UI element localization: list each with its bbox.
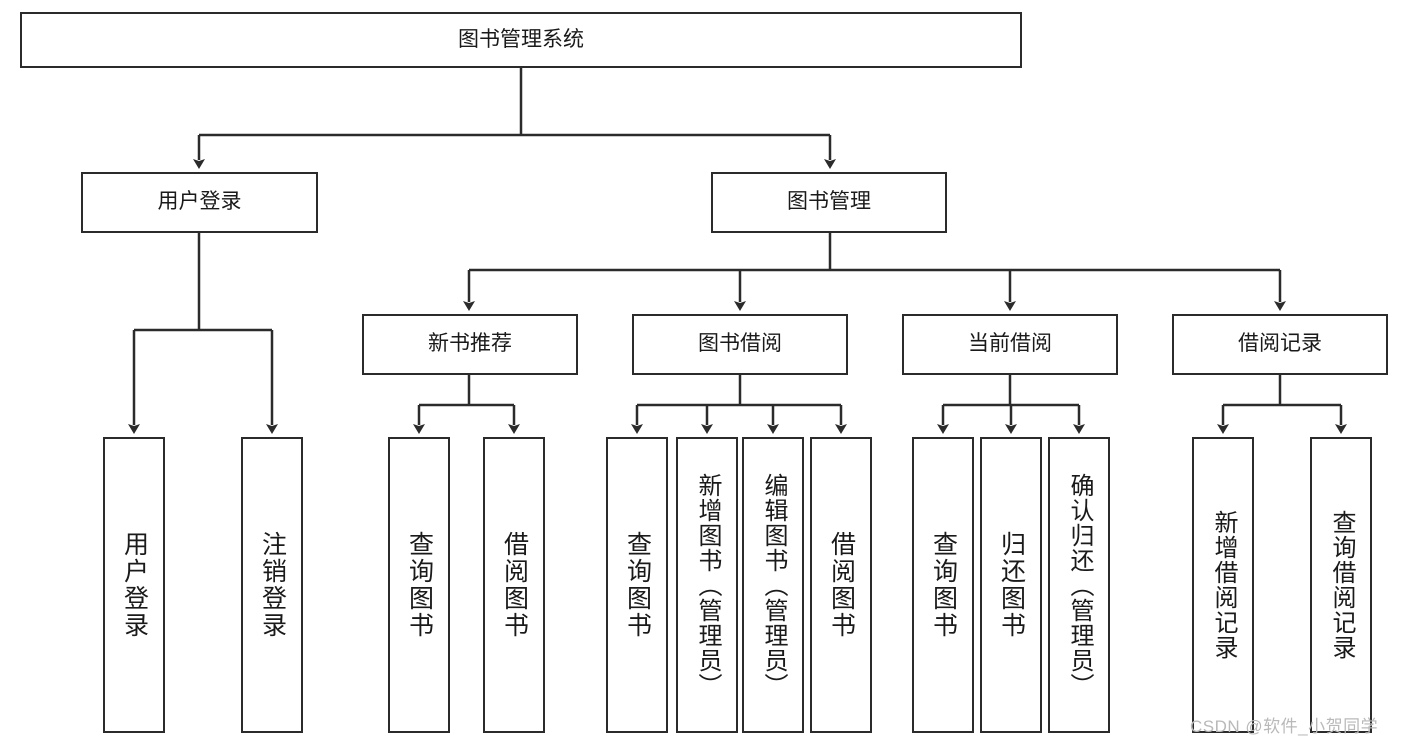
leaf-current-borrow-confirm-return[interactable]: 确认归还（管理员） bbox=[1048, 437, 1110, 733]
node-label: 用户登录 bbox=[120, 531, 149, 639]
node-label: 归还图书 bbox=[997, 531, 1026, 639]
leaf-user-login-login[interactable]: 用户登录 bbox=[103, 437, 165, 733]
node-label: 借阅图书 bbox=[500, 531, 529, 639]
leaf-new-book-query[interactable]: 查询图书 bbox=[388, 437, 450, 733]
leaf-user-login-logout[interactable]: 注销登录 bbox=[241, 437, 303, 733]
node-label: 借阅图书 bbox=[827, 531, 856, 639]
leaf-book-borrow-add[interactable]: 新增图书（管理员） bbox=[676, 437, 738, 733]
leaf-book-borrow-query[interactable]: 查询图书 bbox=[606, 437, 668, 733]
node-book-borrow[interactable]: 图书借阅 bbox=[632, 314, 848, 375]
leaf-borrow-record-query[interactable]: 查询借阅记录 bbox=[1310, 437, 1372, 733]
node-label: 查询图书 bbox=[929, 531, 958, 639]
node-user-login[interactable]: 用户登录 bbox=[81, 172, 318, 233]
node-new-book-recommend[interactable]: 新书推荐 bbox=[362, 314, 578, 375]
node-label: 借阅记录 bbox=[1238, 332, 1322, 356]
leaf-book-borrow-borrow[interactable]: 借阅图书 bbox=[810, 437, 872, 733]
node-current-borrow[interactable]: 当前借阅 bbox=[902, 314, 1118, 375]
node-label: 注销登录 bbox=[258, 531, 287, 639]
node-label: 新增图书（管理员） bbox=[694, 472, 721, 698]
node-label: 新书推荐 bbox=[428, 332, 512, 356]
node-label: 当前借阅 bbox=[968, 332, 1052, 356]
csdn-watermark: CSDN @软件_小贺同学 bbox=[1190, 717, 1379, 736]
node-label: 图书管理 bbox=[787, 190, 871, 214]
node-label: 查询借阅记录 bbox=[1328, 510, 1355, 660]
node-label: 图书借阅 bbox=[698, 332, 782, 356]
node-root-book-management-system[interactable]: 图书管理系统 bbox=[20, 12, 1022, 68]
node-borrow-record[interactable]: 借阅记录 bbox=[1172, 314, 1388, 375]
node-label: 查询图书 bbox=[623, 531, 652, 639]
leaf-new-book-borrow[interactable]: 借阅图书 bbox=[483, 437, 545, 733]
node-label: 查询图书 bbox=[405, 531, 434, 639]
leaf-borrow-record-add[interactable]: 新增借阅记录 bbox=[1192, 437, 1254, 733]
leaf-current-borrow-return[interactable]: 归还图书 bbox=[980, 437, 1042, 733]
node-label: 编辑图书（管理员） bbox=[760, 472, 787, 698]
node-label: 图书管理系统 bbox=[458, 27, 584, 51]
node-label: 确认归还（管理员） bbox=[1066, 472, 1093, 698]
leaf-current-borrow-query[interactable]: 查询图书 bbox=[912, 437, 974, 733]
node-label: 用户登录 bbox=[157, 190, 242, 214]
node-book-management[interactable]: 图书管理 bbox=[711, 172, 947, 233]
leaf-book-borrow-edit[interactable]: 编辑图书（管理员） bbox=[742, 437, 804, 733]
node-label: 新增借阅记录 bbox=[1210, 510, 1237, 660]
